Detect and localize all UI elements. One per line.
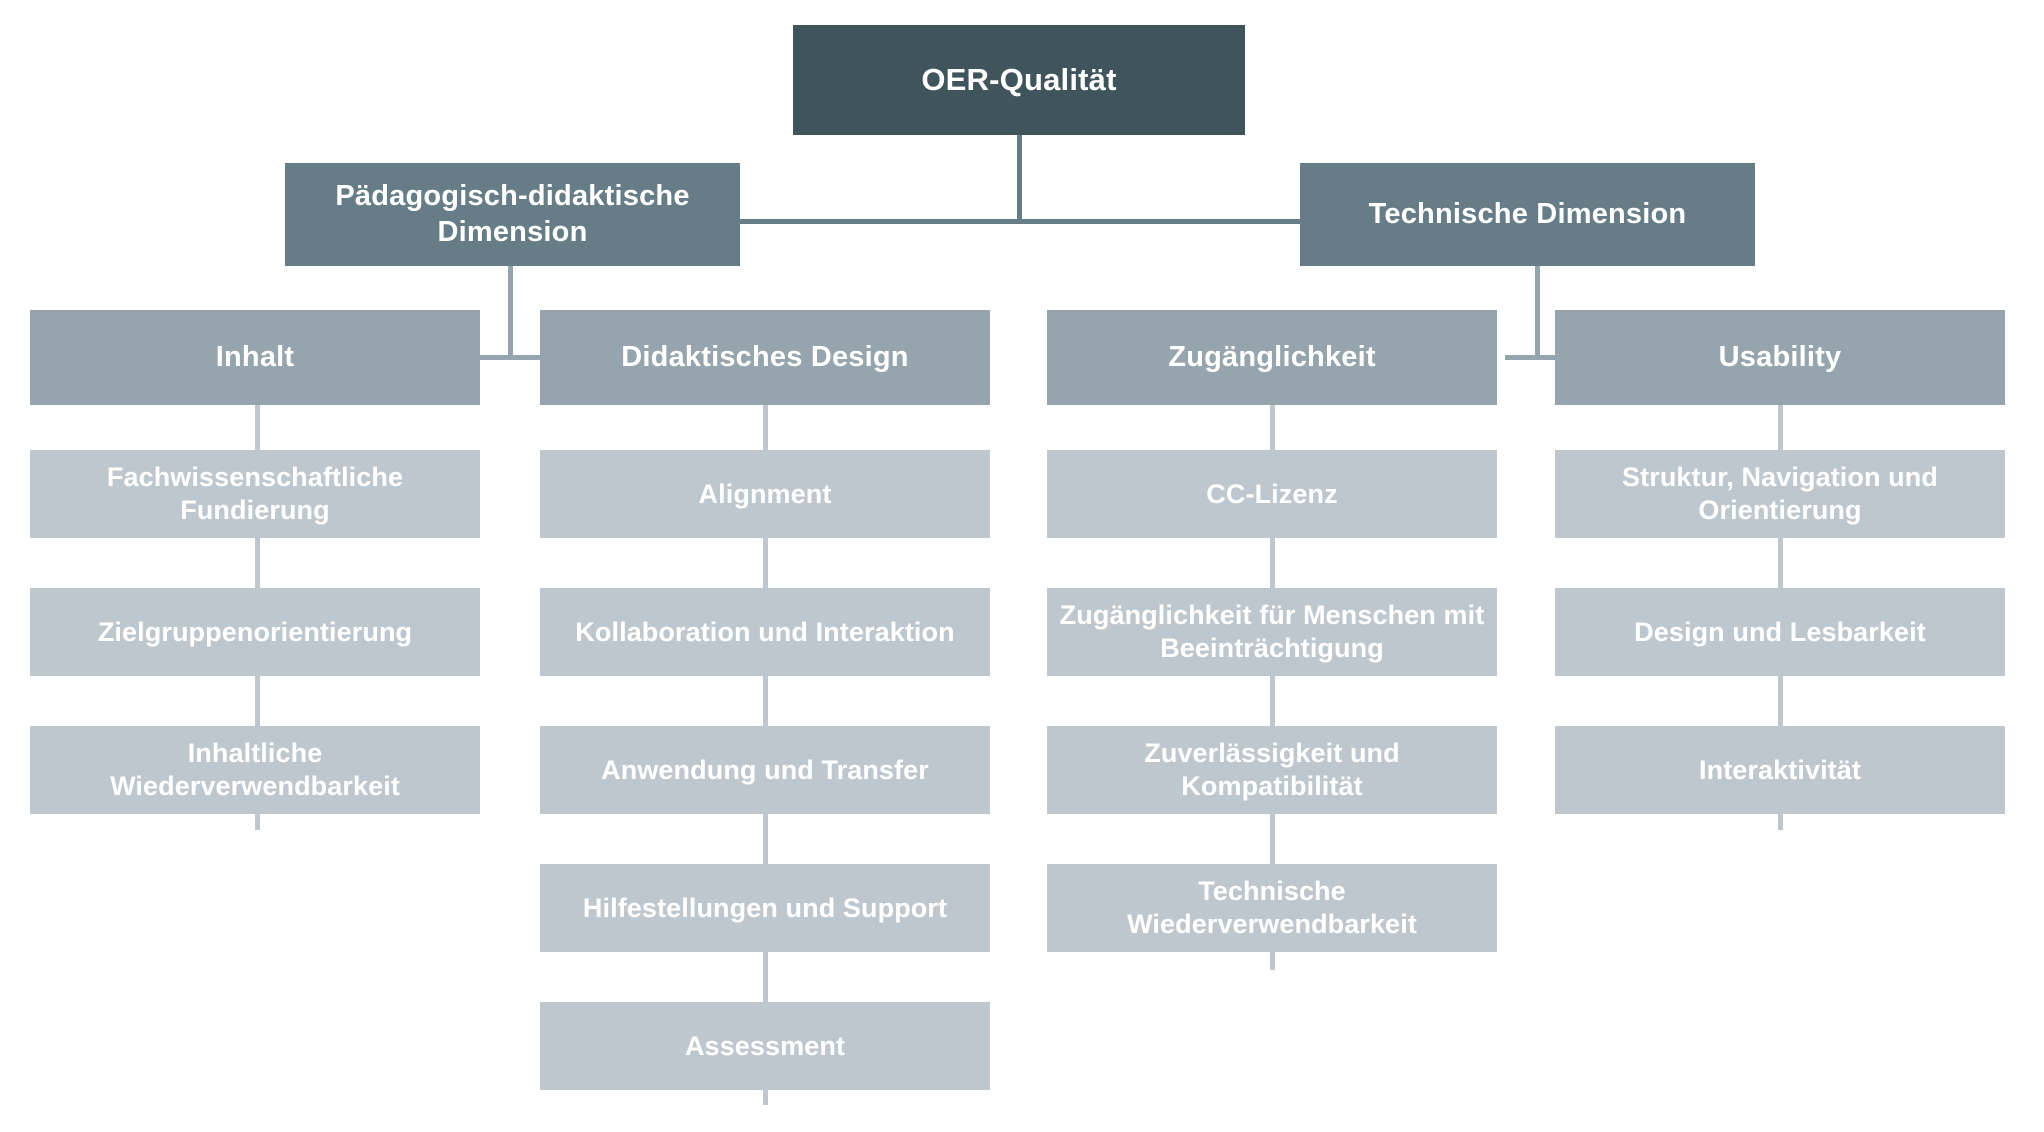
node-root-label: OER-Qualität [921, 62, 1117, 98]
node-leaf-label: Hilfestellungen und Support [582, 892, 948, 923]
node-leaf-alignment[interactable]: Alignment [540, 450, 990, 538]
connector-left-dimension-stem [508, 266, 513, 359]
connector-right-category-crossbar [1505, 355, 1570, 360]
node-leaf-assessment[interactable]: Assessment [540, 1002, 990, 1090]
node-category-zugaenglichkeit[interactable]: Zugänglichkeit [1047, 310, 1497, 405]
node-leaf-cc-lizenz[interactable]: CC-Lizenz [1047, 450, 1497, 538]
node-leaf-struktur-navigation-und-orientierung[interactable]: Struktur, Navigation und Orientierung [1555, 450, 2005, 538]
node-leaf-zugaenglichkeit-fuer-menschen-mit-beeintraechtigung[interactable]: Zugänglichkeit für Menschen mit Beeinträ… [1047, 588, 1497, 676]
connector-dimension-crossbar [740, 219, 1300, 224]
node-leaf-label: Anwendung und Transfer [601, 754, 929, 785]
node-dimension-paedagogisch-didaktische[interactable]: Pädagogisch-didaktische Dimension [285, 163, 740, 266]
node-leaf-anwendung-und-transfer[interactable]: Anwendung und Transfer [540, 726, 990, 814]
node-leaf-label: Fachwissenschaftliche Fundierung [106, 462, 404, 525]
node-leaf-kollaboration-und-interaktion[interactable]: Kollaboration und Interaktion [540, 588, 990, 676]
node-category-didaktisches-design[interactable]: Didaktisches Design [540, 310, 990, 405]
node-leaf-label: Zielgruppenorientierung [97, 616, 413, 647]
node-category-usability[interactable]: Usability [1555, 310, 2005, 405]
node-leaf-label: Zuverlässigkeit und Kompatibilität [1144, 738, 1400, 801]
node-leaf-zielgruppenorientierung[interactable]: Zielgruppenorientierung [30, 588, 480, 676]
connector-left-category-crossbar [478, 355, 543, 360]
node-leaf-inhaltliche-wiederverwendbarkeit[interactable]: Inhaltliche Wiederverwendbarkeit [30, 726, 480, 814]
node-leaf-label: Struktur, Navigation und Orientierung [1622, 462, 1938, 525]
node-category-inhalt[interactable]: Inhalt [30, 310, 480, 405]
node-category-label: Usability [1718, 340, 1842, 373]
node-leaf-hilfestellungen-und-support[interactable]: Hilfestellungen und Support [540, 864, 990, 952]
connector-column-3-spine [1270, 405, 1275, 970]
node-leaf-zuverlaessigkeit-und-kompatibilitaet[interactable]: Zuverlässigkeit und Kompatibilität [1047, 726, 1497, 814]
node-leaf-design-und-lesbarkeit[interactable]: Design und Lesbarkeit [1555, 588, 2005, 676]
connector-right-dimension-stem [1535, 266, 1540, 359]
node-leaf-label: Interaktivität [1699, 754, 1861, 785]
node-leaf-label: Assessment [684, 1030, 846, 1061]
node-leaf-technische-wiederverwendbarkeit[interactable]: Technische Wiederverwendbarkeit [1047, 864, 1497, 952]
node-category-label: Zugänglichkeit [1168, 340, 1376, 373]
node-dimension-label: Technische Dimension [1368, 197, 1687, 230]
node-dimension-technische[interactable]: Technische Dimension [1300, 163, 1755, 266]
node-leaf-label: Alignment [698, 478, 832, 509]
node-dimension-label: Pädagogisch-didaktische Dimension [335, 180, 690, 248]
node-leaf-fachwissenschaftliche-fundierung[interactable]: Fachwissenschaftliche Fundierung [30, 450, 480, 538]
node-leaf-label: Inhaltliche Wiederverwendbarkeit [110, 738, 400, 801]
node-leaf-label: Design und Lesbarkeit [1634, 616, 1926, 647]
node-category-label: Didaktisches Design [621, 340, 909, 373]
node-leaf-label: CC-Lizenz [1206, 478, 1338, 509]
connector-root-stem [1017, 135, 1022, 221]
node-category-label: Inhalt [215, 340, 295, 373]
node-leaf-label: Kollaboration und Interaktion [575, 616, 955, 647]
node-leaf-label: Technische Wiederverwendbarkeit [1127, 876, 1417, 939]
node-leaf-label: Zugänglichkeit für Menschen mit Beeinträ… [1059, 600, 1485, 663]
node-leaf-interaktivitaet[interactable]: Interaktivität [1555, 726, 2005, 814]
node-root-oer-qualitaet[interactable]: OER-Qualität [793, 25, 1245, 135]
